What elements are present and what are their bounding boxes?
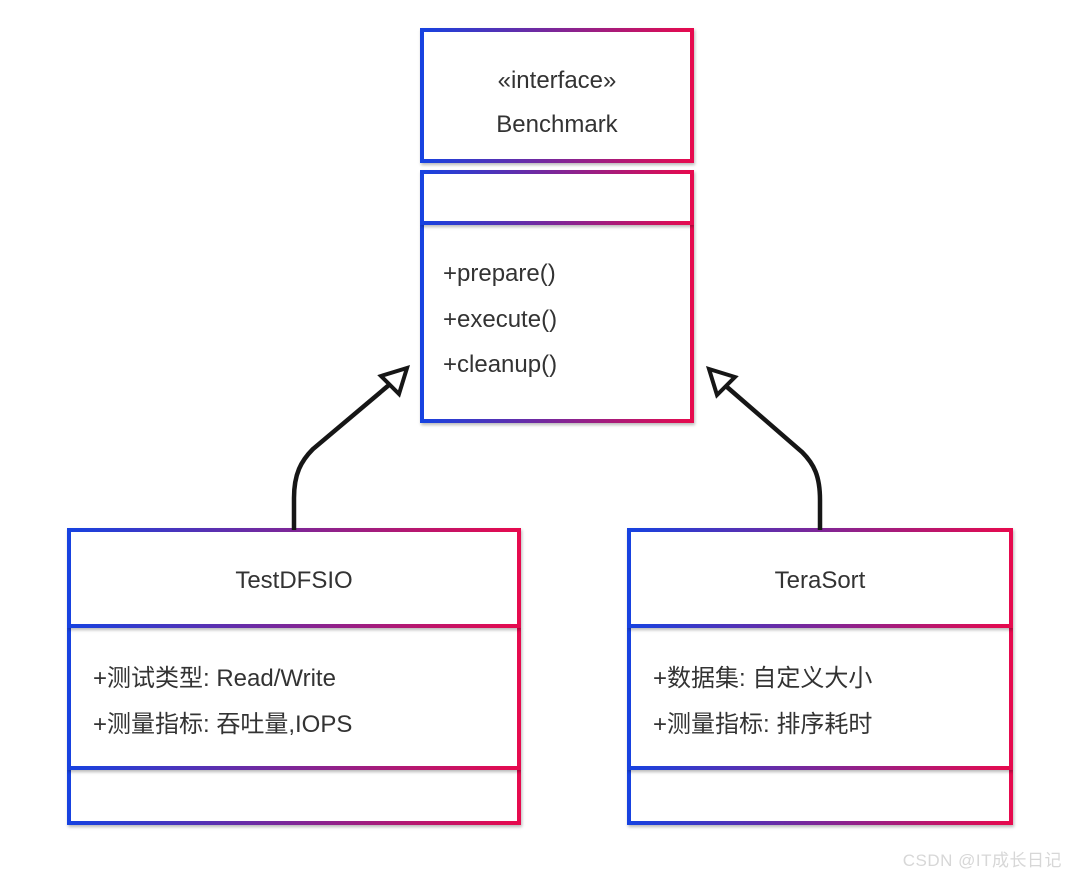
interface-attributes-compartment <box>420 170 694 225</box>
class-name-terasort: TeraSort <box>774 567 866 594</box>
interface-stereotype: «interface» <box>497 66 617 94</box>
attribute-item: +数据集: 自定义大小 <box>653 665 873 692</box>
method-item: +cleanup() <box>443 351 558 378</box>
interface-name: Benchmark <box>496 110 618 138</box>
open-triangle-arrowhead <box>705 365 739 399</box>
class-methods-compartment-terasort <box>627 770 1013 825</box>
open-triangle-arrowhead <box>377 364 411 398</box>
attribute-item: +测试类型: Read/Write <box>93 665 336 692</box>
attribute-item: +测量指标: 吞吐量,IOPS <box>93 710 353 738</box>
class-name-testdfsio: TestDFSIO <box>235 567 353 594</box>
realization-arrow-testdfsio <box>291 364 411 530</box>
attribute-item: +测量指标: 排序耗时 <box>653 710 873 738</box>
class-title-compartment-terasort: TeraSort <box>627 528 1013 628</box>
method-item: +prepare() <box>443 260 556 287</box>
method-item: +execute() <box>443 305 558 333</box>
class-attributes-compartment-terasort: +数据集: 自定义大小 +测量指标: 排序耗时 <box>627 628 1013 770</box>
class-title-compartment-testdfsio: TestDFSIO <box>67 528 521 628</box>
class-methods-compartment-testdfsio <box>67 770 521 825</box>
watermark: CSDN @IT成长日记 <box>902 851 1062 870</box>
realization-arrow-terasort <box>705 365 823 530</box>
interface-methods-compartment: +prepare() +execute() +cleanup() <box>420 225 694 423</box>
class-attributes-compartment-testdfsio: +测试类型: Read/Write +测量指标: 吞吐量,IOPS <box>67 628 521 770</box>
interface-title-compartment: «interface» Benchmark <box>420 28 694 163</box>
